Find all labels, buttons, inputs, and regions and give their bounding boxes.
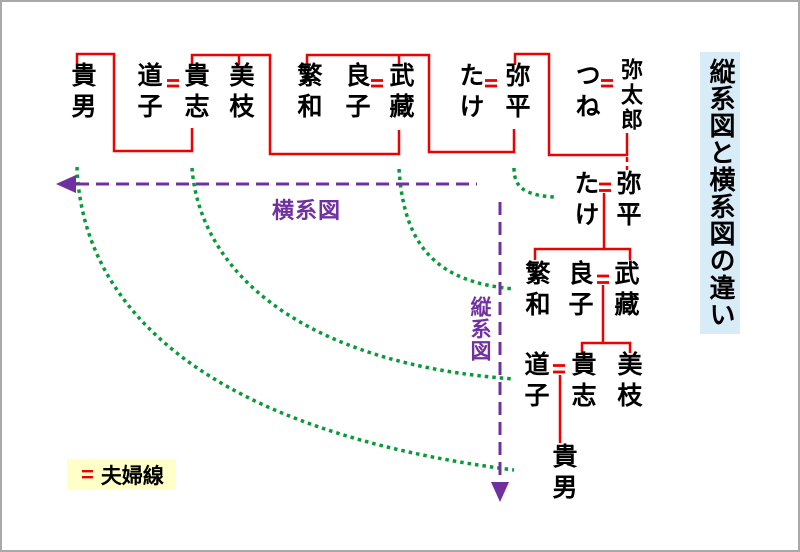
generation-curves (75, 166, 555, 472)
family-line-yahei-group (513, 52, 629, 157)
couple-mark-tsune-yataro (601, 79, 613, 88)
left-arrowhead-icon (56, 175, 76, 193)
legend-couple-line: = 夫婦線 (67, 459, 176, 490)
down-arrowhead-icon (491, 482, 509, 502)
family-line-takashi-mieda-group (190, 53, 401, 156)
sibling-line-row2 (533, 247, 632, 260)
legend-text: 夫婦線 (100, 464, 164, 488)
person-takao-v: 貴男 (549, 443, 576, 505)
couple-mark-vt-ryoko-musashi (597, 274, 609, 284)
person-take-h: たけ (456, 62, 483, 124)
generation-curve-1 (512, 167, 555, 199)
couple-mark-ryoko-musashi (371, 79, 383, 88)
person-shigekazu-v: 繁和 (522, 260, 549, 322)
family-line-takao-group (75, 52, 194, 153)
person-takao-h: 貴男 (68, 62, 95, 124)
person-tsune-h: つね (572, 62, 599, 124)
legend-equals-symbol: = (81, 461, 94, 487)
person-ryoko-v: 良子 (565, 260, 592, 322)
person-yahei-v: 弥平 (613, 170, 640, 232)
couple-mark-take-yahei (485, 79, 497, 88)
person-ryoko-h: 良子 (342, 62, 369, 124)
person-yahei-h: 弥平 (502, 62, 529, 124)
generation-curve-3 (190, 167, 515, 381)
person-musashi-h: 武藏 (386, 62, 413, 124)
vertical-tree-lines (533, 193, 632, 443)
person-mieda-h: 美枝 (226, 62, 253, 124)
sibling-line-row3 (580, 341, 632, 353)
person-yataro-h: 弥太郎 (618, 58, 643, 133)
couple-marks (167, 79, 613, 374)
couple-mark-vt-take-yahei (599, 182, 611, 192)
person-shigekazu-h: 繁和 (294, 62, 321, 124)
person-takashi-h: 貴志 (181, 62, 208, 124)
person-mieda-v: 美枝 (614, 351, 641, 413)
person-takashi-v: 貴志 (568, 351, 595, 413)
generation-curve-4 (75, 166, 515, 472)
family-line-shigekazu-musashi-group (305, 53, 516, 154)
couple-mark-vt-michiko-takashi (553, 364, 565, 374)
label-vertical-diagram: 縦系図 (468, 296, 491, 362)
direction-arrows (56, 175, 509, 502)
person-michiko-v: 道子 (521, 351, 548, 413)
page-title: 縦系図と横系図の違い (700, 52, 740, 334)
person-michiko-h: 道子 (134, 62, 161, 124)
person-take-v: たけ (571, 170, 598, 232)
couple-mark-michiko-takashi (167, 79, 179, 88)
label-horizontal-diagram: 横系図 (272, 198, 342, 223)
person-musashi-v: 武藏 (611, 260, 638, 322)
horizontal-tree-lines (75, 52, 629, 170)
generation-curve-2 (397, 168, 515, 291)
